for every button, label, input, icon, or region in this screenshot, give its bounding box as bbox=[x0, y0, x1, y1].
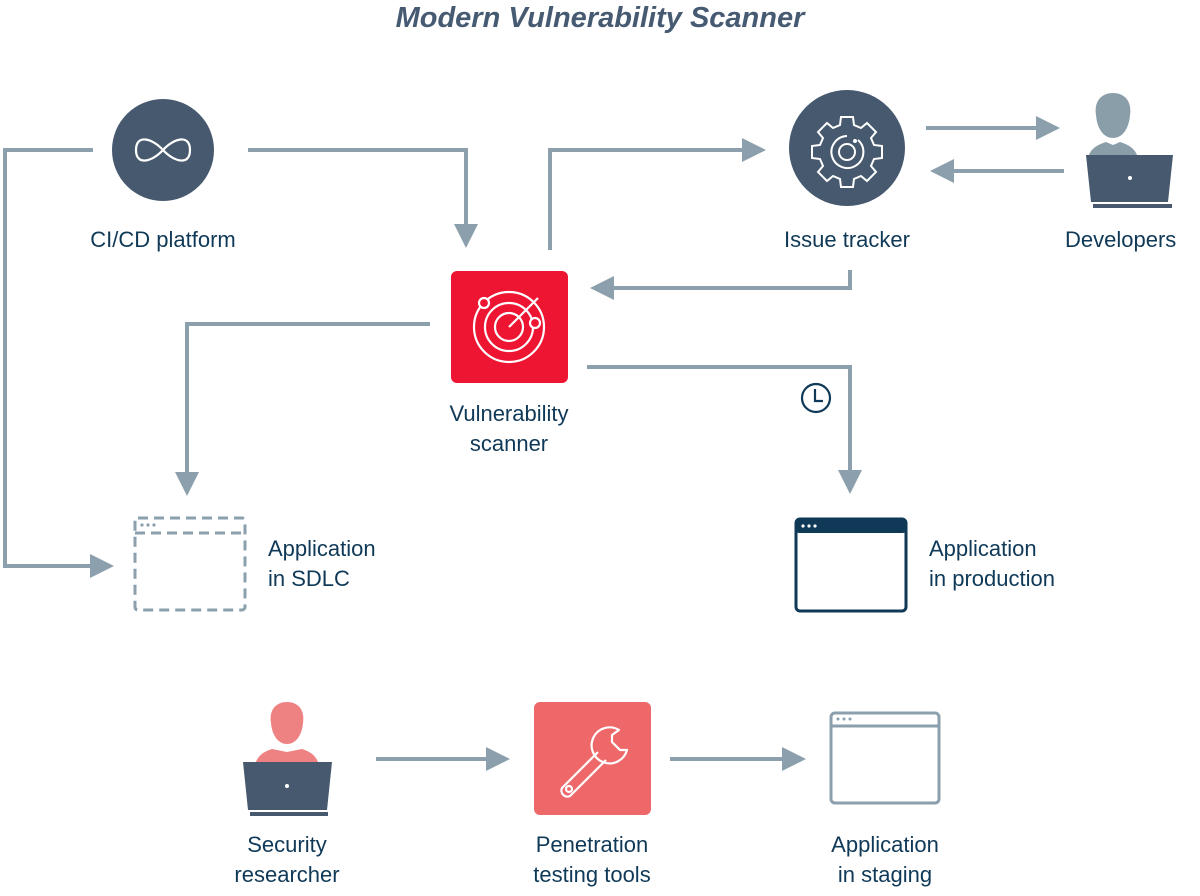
app-production-label: Application in production bbox=[929, 534, 1055, 594]
app-sdlc-label: Application in SDLC bbox=[268, 534, 376, 594]
developers-label: Developers bbox=[1065, 227, 1177, 252]
cicd-label: CI/CD platform bbox=[90, 227, 236, 252]
pen-tools-label-line1: Penetration bbox=[535, 832, 649, 857]
dashed-window-icon bbox=[133, 516, 247, 612]
node-app-staging[interactable] bbox=[829, 711, 941, 805]
app-staging-label-line1: Application bbox=[831, 832, 939, 857]
wrench-icon bbox=[560, 726, 629, 798]
node-cicd-platform[interactable] bbox=[112, 99, 214, 201]
node-issue-tracker[interactable] bbox=[789, 90, 905, 206]
security-researcher-label-line1: Security bbox=[247, 832, 327, 857]
scanner-label-line1: Vulnerability bbox=[449, 401, 569, 426]
node-security-researcher[interactable] bbox=[243, 702, 332, 816]
infinity-icon bbox=[134, 138, 192, 162]
window-icon bbox=[829, 711, 941, 805]
edge-cicd-to-scanner bbox=[248, 148, 478, 248]
edge-cicd-to-app-sdlc bbox=[3, 148, 114, 578]
edge-issue-tracker-to-scanner bbox=[590, 270, 852, 300]
app-production-label-line1: Application bbox=[929, 536, 1037, 561]
security-researcher-label-line2: researcher bbox=[234, 862, 340, 887]
edge-scanner-to-issue-tracker bbox=[548, 138, 766, 250]
edge-scanner-to-app-production bbox=[587, 365, 862, 494]
gear-icon bbox=[811, 116, 883, 188]
diagram-title: Modern Vulnerability Scanner bbox=[395, 2, 805, 34]
developer-laptop-icon bbox=[1086, 93, 1173, 208]
app-sdlc-label-line2: in SDLC bbox=[268, 566, 350, 591]
edge-scanner-to-app-sdlc bbox=[175, 322, 430, 496]
app-production-label-line2: in production bbox=[929, 566, 1055, 591]
scanner-label-line2: scanner bbox=[469, 431, 549, 456]
node-developers[interactable] bbox=[1086, 93, 1173, 208]
radar-icon bbox=[472, 290, 546, 364]
node-app-sdlc[interactable] bbox=[133, 516, 247, 612]
window-icon bbox=[794, 517, 908, 613]
app-sdlc-label-line1: Application bbox=[268, 536, 376, 561]
app-staging-label: Application in staging bbox=[785, 830, 985, 890]
scanner-label: Vulnerability scanner bbox=[409, 399, 609, 459]
node-pen-tools[interactable] bbox=[534, 702, 651, 815]
window-dots bbox=[140, 523, 156, 527]
issue-tracker-label: Issue tracker bbox=[784, 227, 910, 252]
clock-icon bbox=[800, 382, 832, 414]
pen-tools-label: Penetration testing tools bbox=[492, 830, 692, 890]
security-researcher-label: Security researcher bbox=[187, 830, 387, 890]
node-app-production[interactable] bbox=[794, 517, 908, 613]
researcher-laptop-icon bbox=[243, 702, 332, 816]
pen-tools-label-line2: testing tools bbox=[533, 862, 651, 887]
issue-tracker-circle bbox=[789, 90, 905, 206]
app-staging-label-line2: in staging bbox=[837, 862, 933, 887]
node-vulnerability-scanner[interactable] bbox=[451, 271, 568, 383]
